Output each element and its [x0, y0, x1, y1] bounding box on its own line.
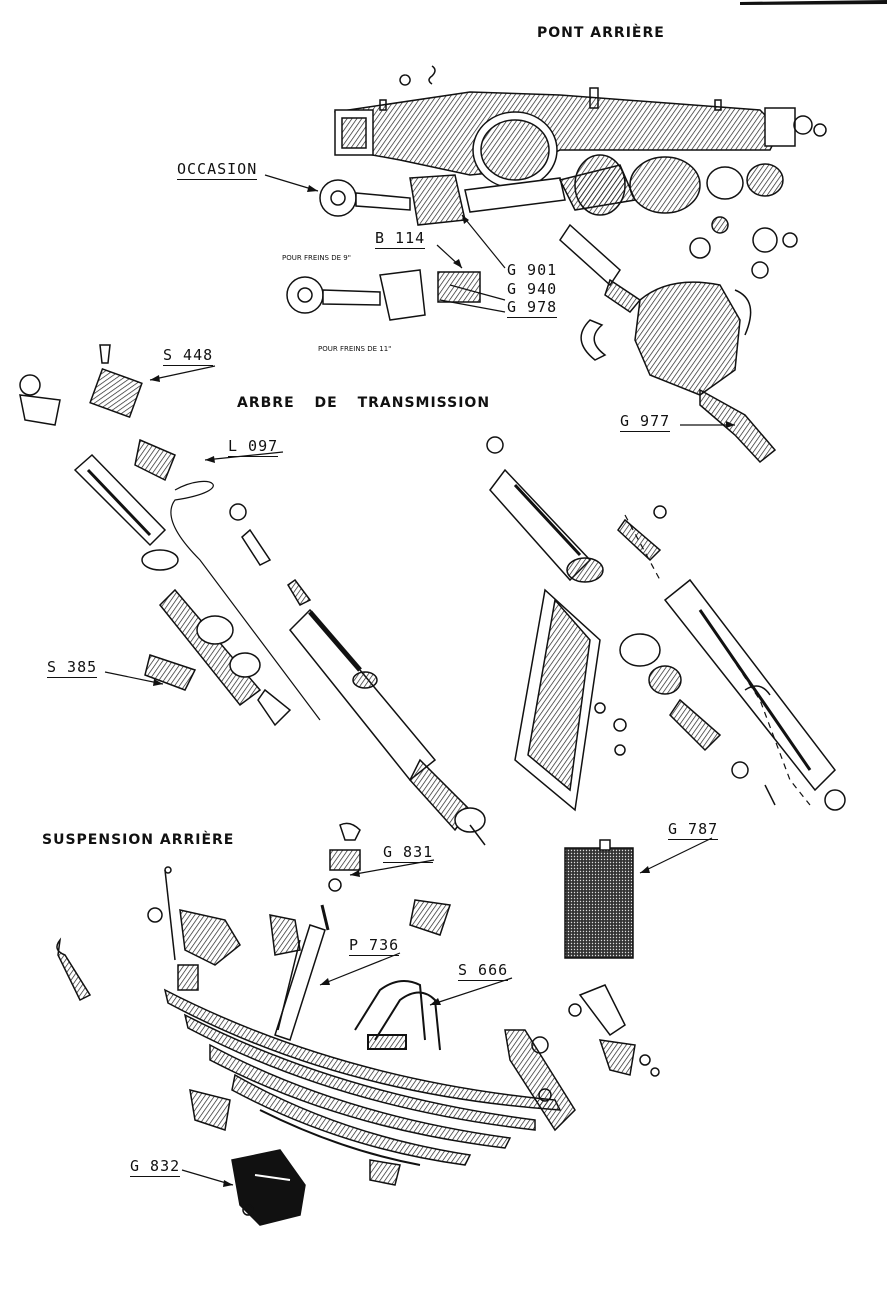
leaf-spring	[56, 866, 562, 1166]
note-brakes-9: POUR FREINS DE 9"	[282, 254, 351, 262]
drive-shaft-right	[486, 436, 846, 812]
section-title-rear-suspension: SUSPENSION ARRIÈRE	[42, 832, 235, 848]
arrowheads	[150, 185, 735, 1187]
spring-hanger	[179, 899, 576, 1132]
drive-shaft-left	[19, 344, 321, 727]
label-occasion: OCCASION	[177, 160, 258, 180]
section-title-transmission: ARBRE DE TRANSMISSION	[237, 395, 491, 411]
label-g901: G 901	[507, 261, 558, 279]
label-g787: G 787	[668, 820, 719, 840]
label-g940: G 940	[507, 280, 558, 298]
label-l097: L 097	[228, 437, 279, 457]
section-title-rear-axle: PONT ARRIÈRE	[537, 25, 665, 41]
label-g977: G 977	[620, 412, 671, 432]
label-s385: S 385	[47, 658, 98, 678]
shackle-parts	[568, 984, 660, 1077]
differential-parts	[559, 154, 798, 314]
label-g831: G 831	[383, 843, 434, 863]
label-p736: P 736	[349, 936, 400, 956]
label-b114: B 114	[375, 229, 426, 249]
spring-seat-g832	[189, 1088, 401, 1226]
drive-shaft-center	[229, 503, 486, 846]
bump-stop-g787	[564, 839, 634, 959]
label-s666: S 666	[458, 961, 509, 981]
u-bolts	[354, 980, 441, 1051]
rear-axle-cover	[580, 281, 777, 464]
label-g978: G 978	[507, 298, 558, 318]
note-brakes-11: POUR FREINS DE 11"	[318, 345, 392, 353]
label-s448: S 448	[163, 346, 214, 366]
shock-absorber	[274, 822, 361, 1041]
label-g832: G 832	[130, 1157, 181, 1177]
